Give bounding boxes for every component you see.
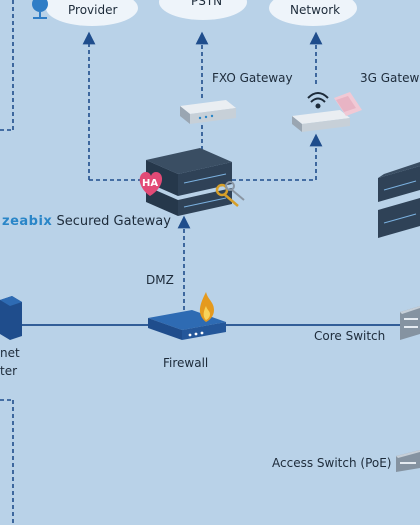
secured-gateway-server <box>146 148 232 216</box>
sim-card-icon <box>334 92 362 116</box>
dmz-label: DMZ <box>146 273 174 287</box>
keys-icon <box>215 181 245 207</box>
provider-label: Provider <box>68 3 118 17</box>
internet-router-label-line2: ter <box>0 364 18 378</box>
firewall-label: Firewall <box>163 356 209 370</box>
pstn-cloud <box>159 0 247 20</box>
core-switch-label: Core Switch <box>314 329 386 343</box>
internet-router-label-line1: net <box>0 346 20 360</box>
core-switch-device <box>400 306 420 340</box>
secured-gateway-caption: zeabix Secured Gateway <box>2 215 171 229</box>
dashed-links <box>0 0 323 525</box>
pstn-label: PSTN <box>191 0 223 8</box>
wifi-icon <box>307 92 329 109</box>
ha-heart-icon <box>139 172 163 196</box>
access-switch-label: Access Switch (PoE) <box>272 456 392 470</box>
firewall-device <box>148 310 226 340</box>
network-label: Network <box>290 3 341 17</box>
access-switch-device <box>396 450 420 472</box>
flame-icon <box>199 292 214 322</box>
provider-cloud <box>44 0 138 26</box>
server-stack-right <box>378 162 420 238</box>
3g-gateway-label: 3G Gatewa <box>360 71 420 85</box>
internet-router-device <box>0 296 22 340</box>
fxo-gateway-device <box>180 100 236 124</box>
3g-gateway-device <box>292 92 362 132</box>
globe-icon <box>32 0 48 19</box>
fxo-gateway-label: FXO Gateway <box>212 71 293 85</box>
secured-gateway-label: Secured Gateway <box>56 214 171 229</box>
zeabix-logo-text: zeabix <box>2 214 53 229</box>
ha-label: HA <box>142 178 159 189</box>
network-cloud <box>269 0 357 26</box>
